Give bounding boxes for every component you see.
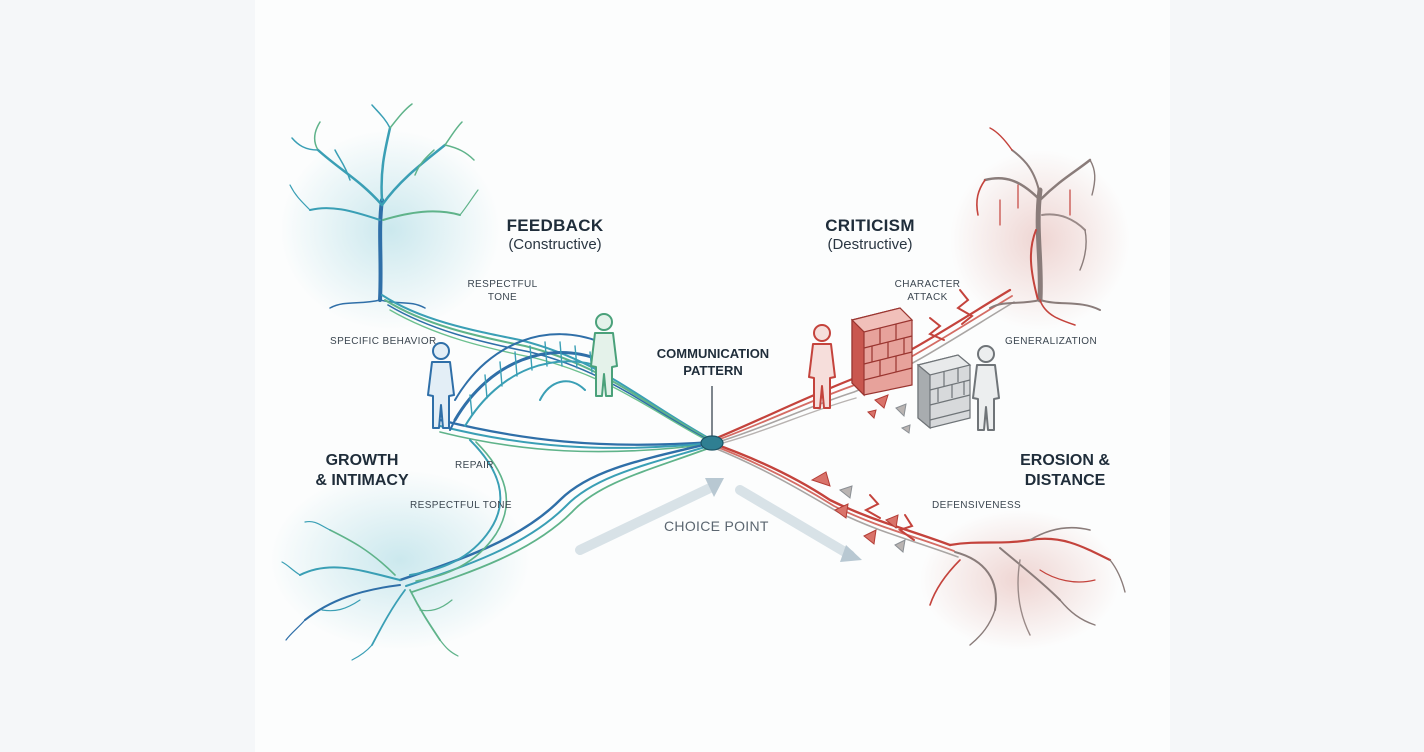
respectful-tone-top-line1: RESPECTFUL [467, 279, 538, 290]
repair-label: REPAIR [455, 460, 494, 471]
person-red-icon [808, 324, 836, 409]
roots-glow [270, 470, 530, 650]
dead-roots-icon [929, 526, 1126, 646]
growth-line2: & INTIMACY [315, 472, 409, 489]
brick-wall-red-icon [850, 307, 914, 397]
choice-arrows [575, 478, 862, 562]
respectful-tone-bottom-label: RESPECTFUL TONE [410, 500, 512, 511]
erosion-line1: EROSION & [1020, 452, 1110, 469]
erosion-line2: DISTANCE [1024, 472, 1106, 489]
character-attack-line1: CHARACTER [894, 279, 961, 290]
person-gray-icon [972, 345, 1000, 431]
character-attack-label: CHARACTER ATTACK [885, 278, 970, 304]
destructive-paths [710, 288, 1015, 558]
erosion-distance-label: EROSION & DISTANCE [1005, 451, 1125, 491]
communication-label-line1: COMMUNICATION [656, 346, 770, 361]
communication-pattern-label: COMMUNICATION PATTERN [640, 345, 786, 379]
communication-node-icon [700, 386, 724, 451]
broken-shards-icon [810, 394, 911, 553]
defensiveness-label: DEFENSIVENESS [932, 500, 1022, 511]
bridge-icon [449, 333, 607, 431]
person-blue-icon [427, 342, 455, 429]
growth-intimacy-label: GROWTH & INTIMACY [300, 451, 424, 491]
communication-label-line2: PATTERN [683, 363, 743, 378]
respectful-tone-top-line2: TONE [487, 292, 518, 303]
tree-glow [280, 130, 500, 330]
growth-line1: GROWTH [325, 452, 399, 469]
healthy-tree-icon [289, 103, 479, 309]
generalization-label: GENERALIZATION [1005, 336, 1098, 347]
respectful-tone-top-label: RESPECTFUL TONE [460, 278, 545, 304]
brick-wall-gray-icon [916, 354, 972, 430]
feedback-subtitle: (Constructive) [508, 236, 602, 253]
criticism-title: CRITICISM [825, 216, 915, 235]
criticism-subtitle: (Destructive) [827, 236, 913, 253]
feedback-title: FEEDBACK [506, 216, 604, 235]
character-attack-line2: ATTACK [907, 292, 948, 303]
dead-roots-glow [920, 510, 1120, 650]
person-green-icon [590, 313, 618, 397]
specific-behavior-label: SPECIFIC BEHAVIOR [330, 336, 437, 347]
healthy-roots-icon [281, 520, 459, 661]
choice-point-label: CHOICE POINT [664, 518, 769, 534]
dead-tree-icon [976, 127, 1101, 326]
